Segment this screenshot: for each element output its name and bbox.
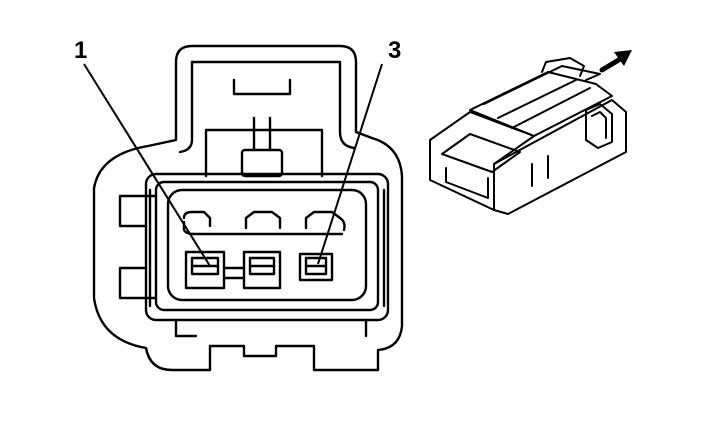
terminal-cavity-3 xyxy=(298,252,334,282)
lock-housing-inner-left xyxy=(178,60,194,154)
iso-side-groove xyxy=(531,155,549,187)
iso-front-cavity xyxy=(441,133,521,199)
iso-top-face xyxy=(469,71,613,137)
bottom-key-left xyxy=(174,318,198,338)
terminal-guide-3 xyxy=(304,210,346,232)
terminal-cavity-2 xyxy=(242,250,282,290)
leader-lines xyxy=(83,63,383,267)
latch-top xyxy=(232,78,292,96)
connector-isometric-view xyxy=(429,57,627,215)
lock-frame xyxy=(204,128,324,178)
terminal-guide-2 xyxy=(244,210,282,230)
connector-face-view xyxy=(92,44,404,372)
latch-tab xyxy=(240,148,284,178)
leader-line-pin-1 xyxy=(83,63,211,267)
leader-line-pin-3 xyxy=(317,63,383,265)
left-side-tab-upper xyxy=(118,194,148,228)
cavity-frame-left-rail xyxy=(144,188,158,308)
pin-area xyxy=(166,188,368,302)
iso-side-face xyxy=(493,99,627,215)
left-side-tab-lower xyxy=(118,266,148,300)
pin-label-1: 1 xyxy=(74,37,87,64)
pin-label-3: 3 xyxy=(388,37,401,64)
housing-outline xyxy=(92,44,404,372)
arrow-up-right-icon xyxy=(599,50,632,73)
cavity-bridge xyxy=(222,266,246,280)
terminal-guide-rail xyxy=(182,220,344,236)
terminal-guide-1 xyxy=(182,210,212,228)
cavity-frame-outer xyxy=(144,172,390,322)
latch-tab-slot xyxy=(252,116,272,152)
iso-latch-top xyxy=(541,57,585,77)
lock-housing-inner xyxy=(190,60,356,150)
iso-side-detail xyxy=(585,103,613,149)
iso-latch-ridge xyxy=(483,65,601,129)
cavity-frame-mid xyxy=(154,180,380,312)
